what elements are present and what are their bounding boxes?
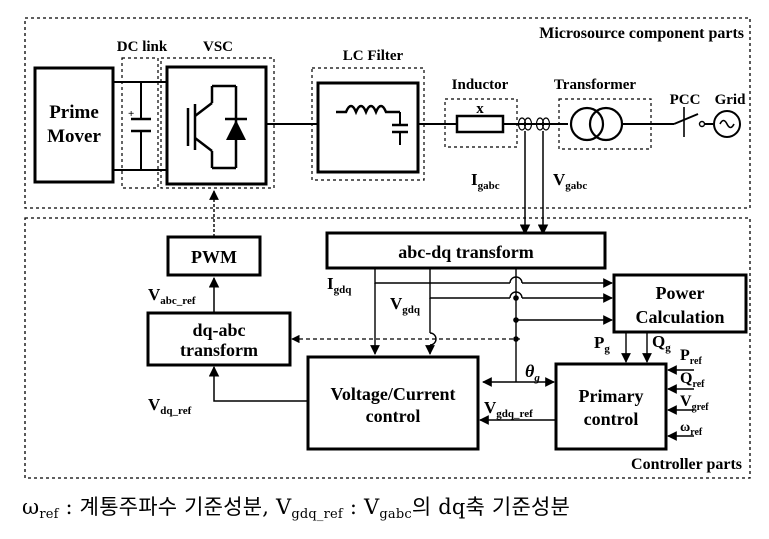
sensor-ring-4 <box>541 117 551 131</box>
i-gabc-label: Igabc <box>471 170 500 192</box>
pcc-switch-icon <box>673 113 699 125</box>
v-gdq-ref-label: Vgdq_ref <box>484 398 533 420</box>
power-calc-label-2: Calculation <box>635 307 724 327</box>
vc-control-label-1: Voltage/Current <box>331 384 456 404</box>
vsc-frame <box>160 57 275 189</box>
i-gdq-label: Igdq <box>327 274 352 296</box>
svg-text:+: + <box>128 108 134 120</box>
v-gdq-label: Vgdq <box>390 294 421 316</box>
caption-v-sub: gdq_ref <box>291 507 343 522</box>
lc-filter-block <box>316 81 420 174</box>
lc-filter-label: LC Filter <box>343 48 404 64</box>
sensor-ring-3 <box>535 117 545 131</box>
prime-mover-block <box>33 66 115 184</box>
power-calc-block <box>612 273 748 334</box>
theta-g-label: θg <box>525 361 540 384</box>
transformer-label: Transformer <box>554 77 637 93</box>
pcc-label: PCC <box>670 92 701 108</box>
abc-dq-block <box>325 231 607 270</box>
caption-part3: 의 dq축 기준성분 <box>411 495 570 519</box>
controller-title: Controller parts <box>631 456 742 473</box>
vsc-block <box>165 65 268 186</box>
dc-link-frame <box>121 57 159 189</box>
sensor-ring-1 <box>517 117 527 131</box>
dq-abc-label-2: transform <box>180 340 258 360</box>
transformer-coil-2 <box>588 106 624 142</box>
vc-control-label-2: control <box>366 406 421 426</box>
microsource-frame <box>24 17 751 209</box>
abc-dq-label: abc-dq transform <box>398 242 534 262</box>
prime-mover-label-1: Prime <box>49 102 99 123</box>
primary-control-block <box>554 362 668 451</box>
v-gabc-label: Vgabc <box>553 170 587 192</box>
caption-vg-sub: gabc <box>379 507 412 522</box>
igbt-icon <box>186 84 238 170</box>
caption-omega-sub: ref <box>39 507 59 522</box>
v-dq-ref-label: Vdq_ref <box>148 395 192 417</box>
inductor-box <box>455 114 505 134</box>
sensor-ring-2 <box>523 117 533 131</box>
pwm-block <box>166 235 262 277</box>
controller-frame <box>24 217 751 479</box>
microsource-title: Microsource component parts <box>539 25 744 42</box>
vc-control-block <box>306 355 480 451</box>
prime-mover-label-2: Mover <box>47 126 101 147</box>
q-ref-label: Qref <box>680 370 705 390</box>
grid-label: Grid <box>715 92 746 108</box>
primary-control-label-2: control <box>584 409 639 429</box>
v-gref-label: Vgref <box>680 393 709 413</box>
p-ref-label: Pref <box>680 347 702 367</box>
caption-part1: : 계통주파수 기준성분, V <box>58 495 292 519</box>
diode-icon <box>226 120 246 140</box>
inductor-label: Inductor <box>452 77 509 93</box>
caption: ωref : 계통주파수 기준성분, Vgdq_ref : Vgabc의 dq축… <box>22 491 762 527</box>
inductor-coil-icon <box>336 104 400 116</box>
primary-control-label-1: Primary <box>579 386 644 406</box>
q-g-label: Qg <box>652 332 671 354</box>
power-calc-label-1: Power <box>656 283 705 303</box>
v-abc-ref-label: Vabc_ref <box>148 285 196 307</box>
caption-omega: ω <box>22 495 40 519</box>
dq-abc-label-1: dq-abc <box>192 320 245 340</box>
pwm-label: PWM <box>191 247 237 267</box>
transformer-coil-1 <box>569 106 605 142</box>
vsc-label: VSC <box>203 39 233 55</box>
dc-link-label: DC link <box>117 39 168 55</box>
inductor-symbol: x <box>476 101 484 117</box>
omega-ref-label: ωref <box>680 420 703 438</box>
caption-part2: : V <box>342 495 380 519</box>
dq-abc-block <box>146 311 292 367</box>
p-g-label: Pg <box>594 333 610 355</box>
